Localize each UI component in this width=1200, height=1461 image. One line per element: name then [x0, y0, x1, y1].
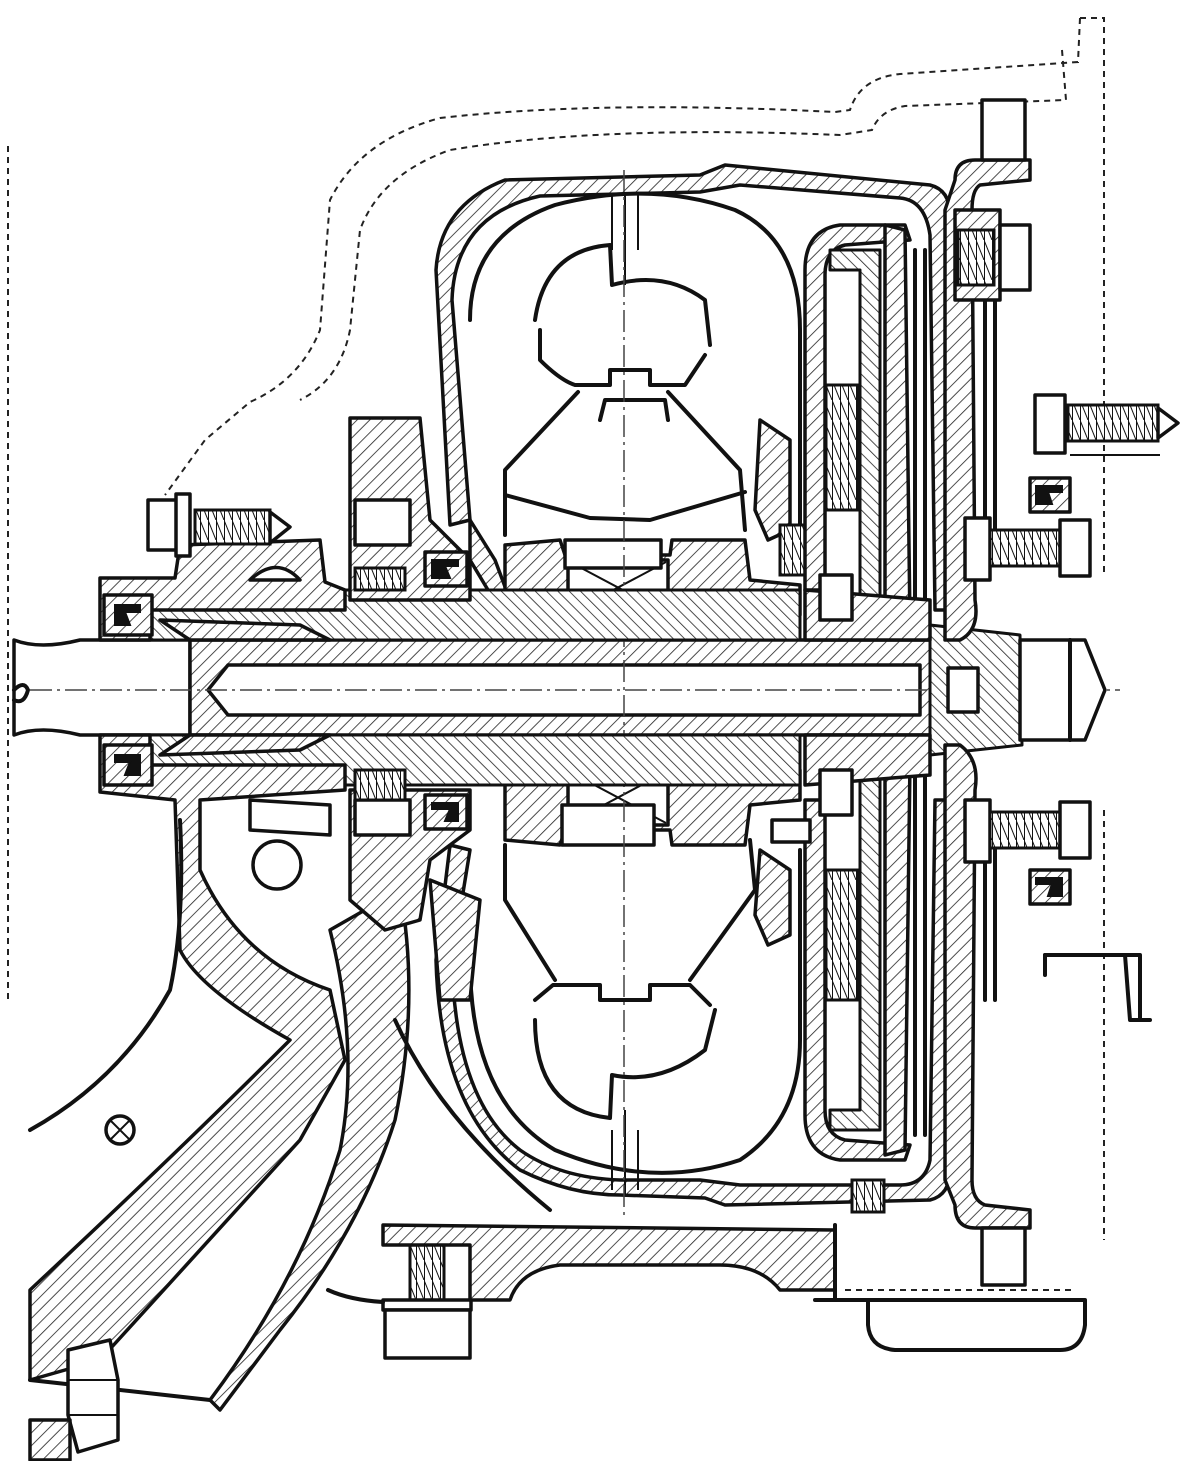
oil-pan [326, 1223, 1087, 1352]
torque-converter-torus [428, 798, 954, 1207]
clutch-plate-pack [770, 223, 932, 1162]
oil-seal [102, 476, 1072, 906]
outer-housing [7, 17, 1105, 1240]
torque-converter-torus [434, 163, 954, 612]
main-shaft [12, 170, 1120, 1220]
outer-housing [28, 538, 552, 1412]
bolt [146, 223, 1180, 1360]
hex-nut [28, 1338, 120, 1461]
hollow-sleeve-shaft [148, 588, 802, 787]
